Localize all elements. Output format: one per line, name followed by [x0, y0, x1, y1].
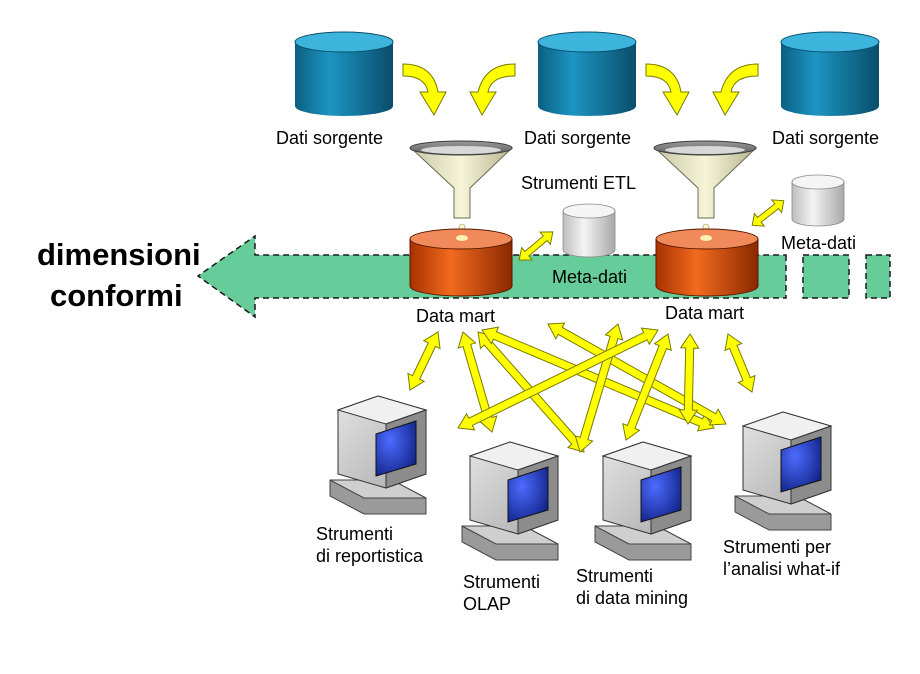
datamart-tool-arrow-7	[457, 327, 659, 431]
source-label-2: Dati sorgente	[524, 128, 632, 148]
etl-funnel-left	[409, 140, 514, 242]
source-label-1: Dati sorgente	[276, 128, 384, 148]
workstation-olap	[461, 441, 560, 561]
datamart-tool-arrow-5	[547, 322, 727, 426]
metadata-label-center: Meta-dati	[552, 267, 628, 287]
datamart-tool-arrow-8	[622, 333, 672, 441]
conformed-dimensions-title-line1: dimensioni	[37, 237, 201, 272]
datamart-to-tools-arrows	[407, 322, 756, 453]
mining-tools-label-line1: Strumenti	[576, 566, 654, 586]
olap-tools-label-line1: Strumenti	[463, 572, 541, 592]
metadata-database-center	[562, 203, 616, 258]
metadata-label-right: Meta-dati	[781, 233, 857, 253]
workstation-what-if	[734, 411, 833, 531]
datamart-tool-arrow-2	[457, 331, 498, 433]
metadata-link-arrows	[518, 199, 785, 261]
data-mart-left	[409, 228, 513, 297]
datamart-label-right: Data mart	[665, 303, 745, 323]
reporting-tools-label-line2: di reportistica	[316, 546, 424, 566]
source-database-1	[294, 31, 394, 116]
workstation-reporting	[329, 395, 428, 515]
conformed-dimensions-title-line2: conformi	[50, 278, 183, 313]
datamart-tool-arrow-9	[678, 333, 700, 425]
metadata-database-right	[791, 174, 845, 227]
workstation-data-mining	[594, 441, 693, 561]
source-database-3	[780, 31, 880, 116]
reporting-tools-label-line1: Strumenti	[316, 524, 394, 544]
source-database-2	[537, 31, 637, 116]
datamart-label-left: Data mart	[416, 306, 496, 326]
source-label-3: Dati sorgente	[772, 128, 880, 148]
whatif-tools-label-line1: Strumenti per	[723, 537, 832, 557]
datamart-tool-arrow-10	[724, 333, 756, 393]
etl-tools-label: Strumenti ETL	[521, 173, 637, 193]
data-mart-right	[655, 228, 759, 297]
source-to-etl-arrows	[402, 63, 759, 117]
etl-funnel-right	[653, 140, 758, 242]
olap-tools-label-line2: OLAP	[463, 594, 512, 614]
datamart-tool-arrow-1	[407, 331, 441, 391]
mining-tools-label-line2: di data mining	[576, 588, 689, 608]
whatif-tools-label-line2: l’analisi what-if	[723, 559, 841, 579]
